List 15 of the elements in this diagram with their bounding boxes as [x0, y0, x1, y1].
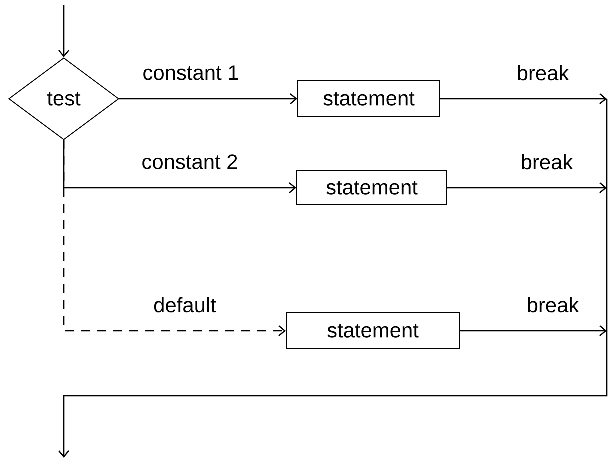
edge-label: break: [526, 296, 580, 314]
edge-label: default: [152, 296, 218, 314]
arrow: [460, 326, 607, 336]
arrow: [440, 94, 607, 104]
arrow: [63, 140, 286, 336]
edge-label: constant 1: [142, 64, 240, 82]
process-box: statement: [298, 80, 440, 118]
arrow: [58, 5, 70, 58]
process-box: statement: [296, 170, 448, 206]
process-box: statement: [286, 312, 460, 350]
edge-label: break: [516, 64, 570, 82]
edge-label: constant 2: [140, 154, 240, 170]
edge-label: break: [520, 153, 574, 171]
arrow: [448, 182, 607, 194]
arrow: [120, 94, 298, 104]
